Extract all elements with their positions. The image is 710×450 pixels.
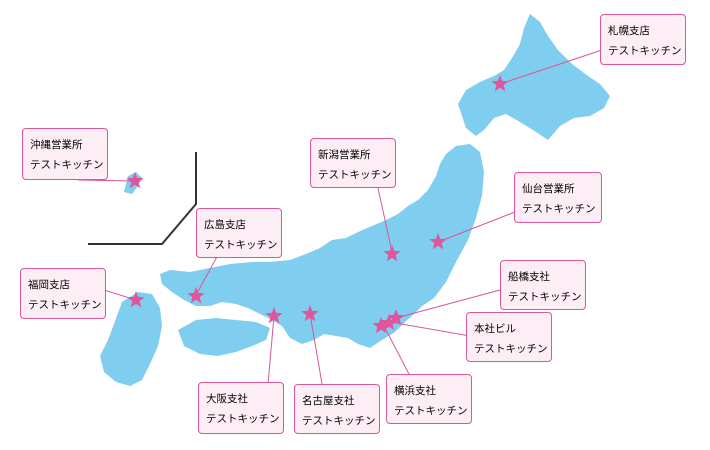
site-name: 仙台営業所 [522,183,575,195]
connector-nagoya [309,313,323,385]
connector-sendai [437,209,521,243]
label-niigata: 新潟営業所 テストキッチン [310,138,396,188]
site-subtitle: テストキッチン [302,415,376,427]
connector-okinawa [77,179,136,182]
label-nagoya: 名古屋支社 テストキッチン [294,384,380,434]
site-subtitle: テストキッチン [608,45,682,57]
site-subtitle: テストキッチン [394,405,468,417]
label-fukuoka: 福岡支店 テストキッチン [20,268,106,319]
okinawa-inset-divider [88,152,197,245]
connector-niigata [377,187,393,253]
star-marker-funabashi [387,309,405,326]
site-subtitle: テストキッチン [28,299,102,311]
label-okinawa: 沖縄営業所 テストキッチン [22,128,108,180]
star-marker-nagoya [301,305,319,322]
site-subtitle: テストキッチン [508,291,582,303]
honshu-landmass [160,144,484,348]
site-name: 新潟営業所 [318,149,371,161]
star-marker-niigata [383,245,401,262]
label-hiroshima: 広島支店 テストキッチン [196,208,282,258]
site-subtitle: テストキッチン [204,239,278,251]
star-marker-sapporo [491,75,509,92]
site-name: 札幌支店 [608,25,650,37]
star-marker-okinawa [126,172,144,189]
connector-funabashi [395,289,501,319]
hokkaido-landmass [458,14,610,140]
label-sapporo: 札幌支店 テストキッチン [600,14,686,65]
star-marker-honsha [380,314,398,331]
site-name: 横浜支社 [394,385,436,397]
star-marker-sendai [429,233,447,250]
star-marker-yokohama [372,317,390,334]
site-name: 広島支店 [204,219,246,231]
kyushu-landmass [100,292,162,386]
label-funabashi: 船橋支社 テストキッチン [500,260,586,310]
connector-yokohama [383,325,411,377]
site-subtitle: テストキッチン [474,343,548,355]
site-name: 本社ビル [474,323,516,335]
site-subtitle: テストキッチン [206,413,280,425]
site-name: 船橋支社 [508,271,550,283]
label-sendai: 仙台営業所 テストキッチン [514,172,602,223]
site-name: 福岡支店 [28,279,70,291]
site-subtitle: テストキッチン [522,203,596,215]
connector-osaka [267,315,275,385]
connector-sapporo [499,49,603,85]
shikoku-landmass [178,318,270,356]
site-name: 沖縄営業所 [30,139,83,151]
star-marker-osaka [265,307,283,324]
label-osaka: 大阪支社 テストキッチン [198,382,284,434]
site-name: 大阪支社 [206,393,248,405]
star-marker-fukuoka [127,291,145,308]
label-honsha: 本社ビル テストキッチン [466,312,552,362]
site-subtitle: テストキッチン [30,159,104,171]
site-subtitle: テストキッチン [318,169,392,181]
star-marker-hiroshima [187,287,205,304]
label-yokohama: 横浜支社 テストキッチン [386,374,472,424]
site-name: 名古屋支社 [302,395,355,407]
connector-hiroshima [195,254,219,296]
connector-honsha [389,321,471,337]
